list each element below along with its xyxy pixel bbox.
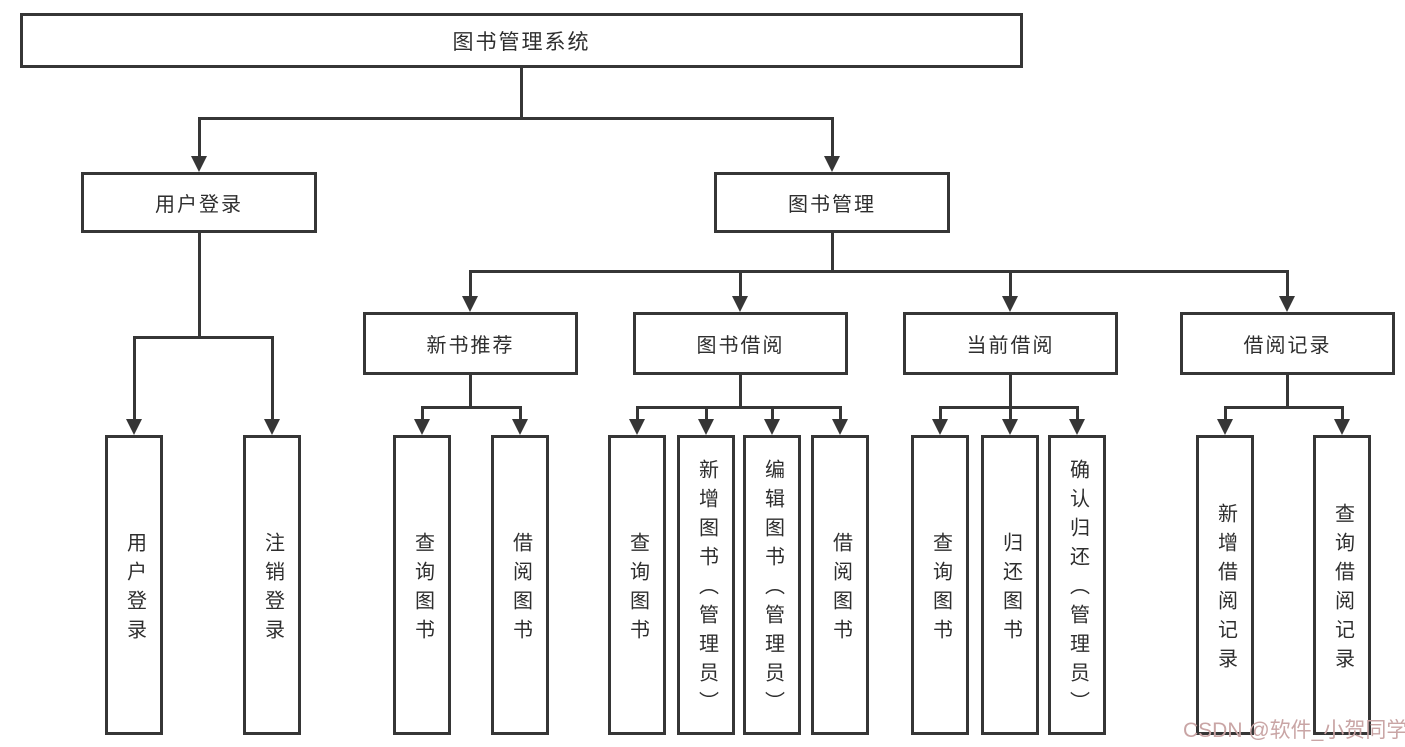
connector-line [839,406,842,420]
leaf-add-borrow-record-label: 新增借阅记录 [1214,502,1237,677]
leaf-newbooks-query-book: 查询图书 [393,435,451,735]
node-borrow-records: 借阅记录 [1180,312,1395,375]
connector-line [1286,270,1289,298]
arrowhead-down-icon [698,419,714,435]
leaf-user-login-label: 用户登录 [123,531,146,648]
leaf-query-borrow-record: 查询借阅记录 [1313,435,1371,735]
connector-line [519,406,522,420]
connector-line [1076,406,1079,420]
leaf-logout-label: 注销登录 [261,531,284,648]
arrowhead-down-icon [1334,419,1350,435]
arrowhead-down-icon [512,419,528,435]
node-user-login-label: 用户登录 [155,194,243,216]
arrowhead-down-icon [191,156,207,172]
leaf-newbooks-borrow-book-label: 借阅图书 [509,531,532,648]
node-new-book-recommend-label: 新书推荐 [426,335,515,357]
leaf-newbooks-borrow-book: 借阅图书 [491,435,549,735]
connector-line [1009,375,1012,409]
leaf-borrowing-borrow-book: 借阅图书 [811,435,869,735]
arrowhead-down-icon [824,156,840,172]
connector-line [271,336,274,420]
connector-line [469,270,472,298]
connector-line [133,336,274,339]
connector-line [1286,375,1289,409]
connector-line [198,117,833,120]
leaf-add-book-admin-label: 新增图书（管理员） [695,459,718,720]
connector-line [1224,406,1343,409]
arrowhead-down-icon [764,419,780,435]
connector-line [771,406,774,420]
arrowhead-down-icon [462,296,478,312]
connector-line [469,270,1289,273]
node-current-borrowing: 当前借阅 [903,312,1118,375]
node-user-login: 用户登录 [81,172,317,233]
arrowhead-down-icon [832,419,848,435]
leaf-edit-book-admin-label: 编辑图书（管理员） [761,459,784,720]
leaf-return-book-label: 归还图书 [999,531,1022,648]
arrowhead-down-icon [1002,419,1018,435]
node-borrow-records-label: 借阅记录 [1243,335,1332,357]
node-root-label: 图书管理系统 [452,30,591,54]
connector-line [831,117,834,157]
leaf-current-query-book-label: 查询图书 [929,531,952,648]
connector-line [939,406,942,420]
leaf-logout: 注销登录 [243,435,301,735]
connector-line [198,117,201,157]
arrowhead-down-icon [1069,419,1085,435]
connector-line [198,233,201,337]
node-book-management-label: 图书管理 [788,194,876,216]
arrowhead-down-icon [1217,419,1233,435]
leaf-add-book-admin: 新增图书（管理员） [677,435,735,735]
leaf-add-borrow-record: 新增借阅记录 [1196,435,1254,735]
connector-line [739,375,742,409]
connector-line [739,270,742,298]
connector-line [636,406,639,420]
arrowhead-down-icon [264,419,280,435]
leaf-return-book: 归还图书 [981,435,1039,735]
arrowhead-down-icon [1002,296,1018,312]
connector-line [421,406,424,420]
leaf-edit-book-admin: 编辑图书（管理员） [743,435,801,735]
arrowhead-down-icon [629,419,645,435]
arrowhead-down-icon [414,419,430,435]
connector-line [939,406,1078,409]
leaf-confirm-return-admin: 确认归还（管理员） [1048,435,1106,735]
node-new-book-recommend: 新书推荐 [363,312,578,375]
node-book-borrowing-label: 图书借阅 [696,335,785,357]
node-current-borrowing-label: 当前借阅 [966,335,1055,357]
connector-line [133,336,136,420]
node-book-borrowing: 图书借阅 [633,312,848,375]
leaf-newbooks-query-book-label: 查询图书 [411,531,434,648]
leaf-query-borrow-record-label: 查询借阅记录 [1331,502,1354,677]
connector-line [1341,406,1344,420]
connector-line [1009,270,1012,298]
arrowhead-down-icon [126,419,142,435]
connector-line [421,406,521,409]
connector-line [636,406,842,409]
connector-line [520,68,523,117]
connector-line [831,233,834,273]
csdn-watermark: CSDN @软件_小贺同学 [1183,719,1405,742]
leaf-user-login: 用户登录 [105,435,163,735]
arrowhead-down-icon [1279,296,1295,312]
connector-line [705,406,708,420]
leaf-current-query-book: 查询图书 [911,435,969,735]
leaf-borrowing-query-book: 查询图书 [608,435,666,735]
arrowhead-down-icon [932,419,948,435]
connector-line [1224,406,1227,420]
node-book-management: 图书管理 [714,172,950,233]
node-root-library-management-system: 图书管理系统 [20,13,1023,68]
leaf-borrowing-borrow-book-label: 借阅图书 [829,531,852,648]
leaf-confirm-return-admin-label: 确认归还（管理员） [1066,459,1089,720]
leaf-borrowing-query-book-label: 查询图书 [626,531,649,648]
connector-line [469,375,472,409]
connector-line [1009,406,1012,420]
arrowhead-down-icon [732,296,748,312]
